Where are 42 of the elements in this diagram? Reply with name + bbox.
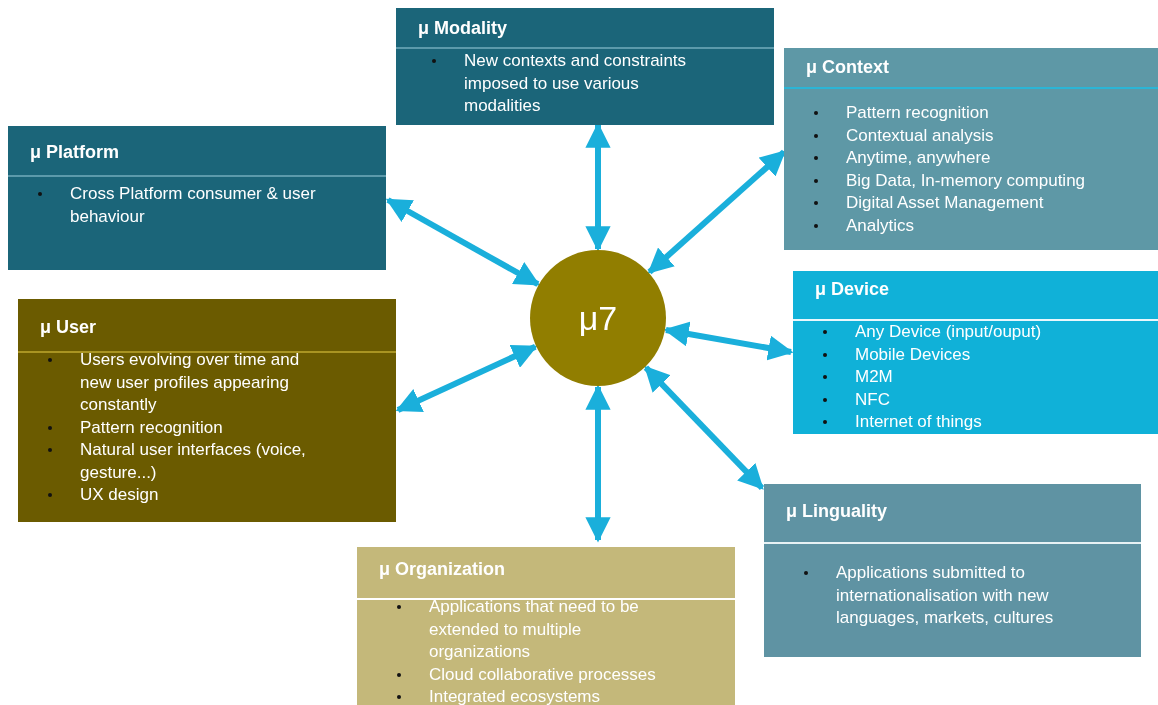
topic-box — [357, 547, 735, 705]
box-heading: μ Platform — [30, 142, 120, 163]
box-heading: μ Modality — [418, 18, 507, 39]
topic-box — [18, 299, 396, 522]
topic-box — [396, 8, 774, 125]
box-heading: μ User — [40, 317, 97, 338]
bullet-item: NFC — [855, 389, 890, 409]
double-arrow — [395, 344, 538, 413]
box-heading: μ Organization — [379, 559, 506, 580]
bullet-item: Big Data, In-memory computing — [846, 170, 1086, 190]
double-arrow — [663, 321, 794, 361]
bullet-item: Integrated ecosystems — [429, 687, 601, 705]
topic-box — [8, 126, 386, 270]
bullet-item: Analytics — [846, 215, 915, 235]
topic-box — [764, 484, 1141, 657]
bullet-item: Applications submitted to internationalisation with new languages, markets, cultures — [836, 563, 1054, 627]
bullet-item: Anytime, anywhere — [846, 148, 991, 167]
bullet-item: Natural user interfaces (voice, gesture...) — [80, 440, 306, 482]
bullet-item: Mobile Devices — [855, 344, 971, 364]
box-heading: μ Linguality — [786, 501, 887, 522]
bullet-item: Applications that need to be extended to multiple organizations — [429, 597, 639, 661]
bullet-item: Pattern recognition — [846, 103, 989, 122]
box-heading: μ Device — [815, 279, 890, 300]
double-arrow — [643, 365, 765, 491]
bullet-item: Cloud collaborative processes — [429, 664, 656, 684]
bullet-item: UX design — [80, 485, 159, 504]
double-arrow — [385, 197, 541, 287]
hub-circle: μ7 — [530, 250, 666, 386]
double-arrow — [647, 149, 786, 275]
bullet-item: Pattern recognition — [80, 417, 223, 437]
topic-box — [784, 48, 1158, 250]
topic-box — [793, 271, 1158, 434]
bullet-item: Any Device (input/ouput) — [855, 322, 1042, 341]
bullet-item: Internet of things — [855, 412, 982, 431]
box-heading: μ Context — [806, 57, 889, 78]
bullet-item: Contextual analysis — [846, 125, 994, 145]
bullet-item: M2M — [855, 367, 893, 386]
bullet-item: Users evolving over time and new user profiles appearing constantly — [80, 350, 300, 414]
bullet-item: Cross Platform consumer & user behaviour — [70, 184, 316, 226]
double-arrow — [585, 384, 611, 543]
bullet-item: Digital Asset Management — [846, 193, 1044, 212]
bullet-item: New contexts and constraints imposed to use various modalities — [464, 51, 687, 115]
